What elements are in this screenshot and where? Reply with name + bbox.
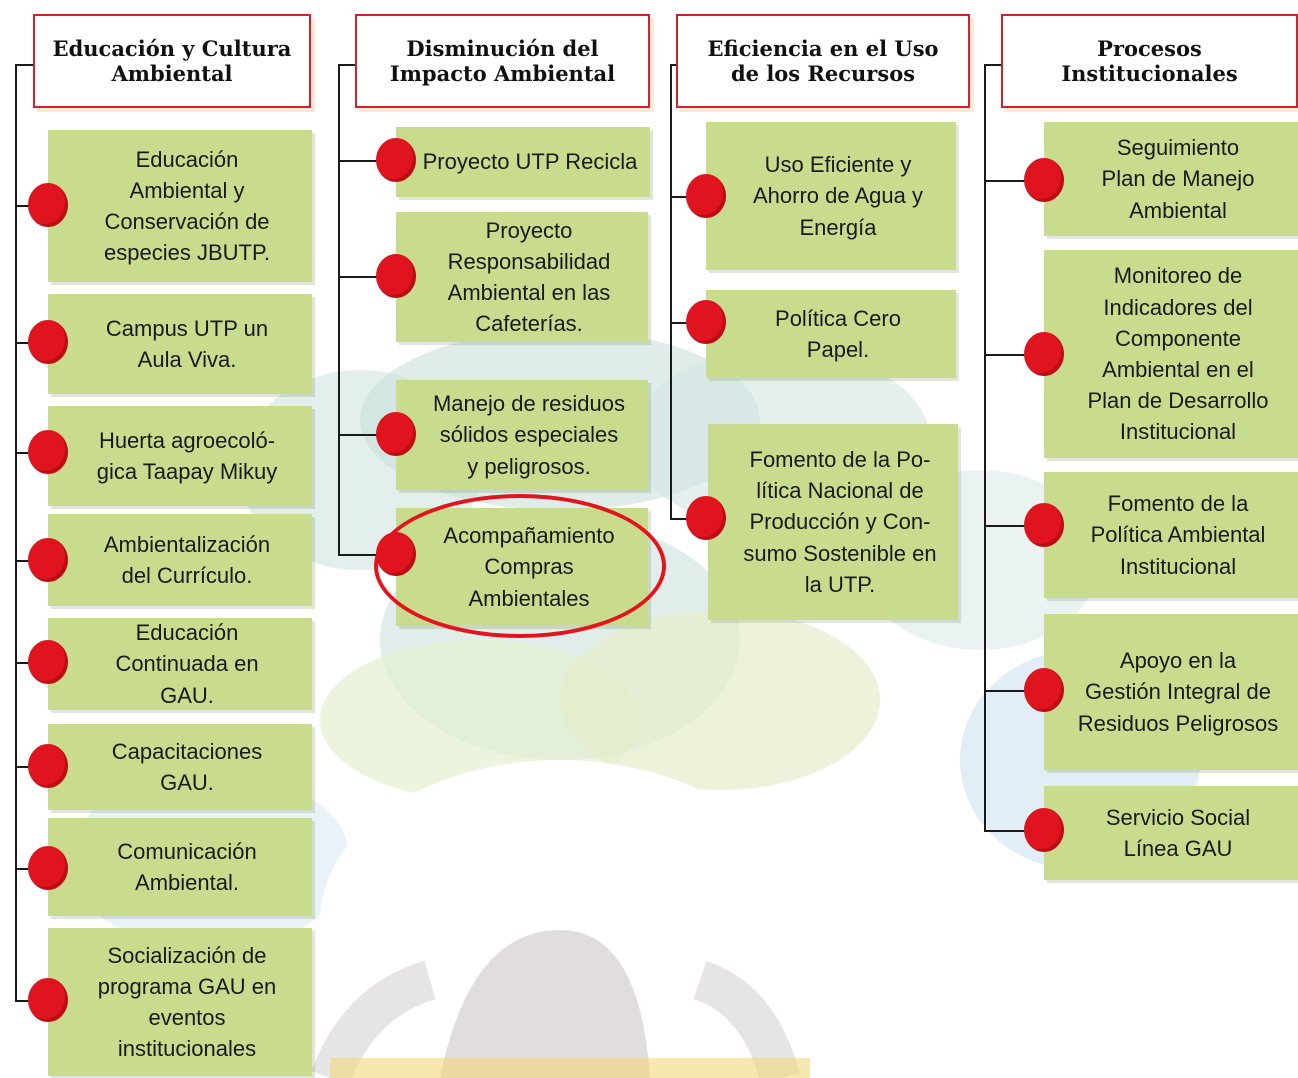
connector-branch	[338, 554, 402, 556]
initiative-box: Campus UTP un Aula Viva.	[48, 294, 312, 394]
bullet-dot	[28, 744, 68, 788]
initiative-box: Socialización de programa GAU en eventos…	[48, 928, 312, 1076]
initiative-label: Proyecto UTP Recicla	[422, 149, 638, 175]
column-header: Disminución del Impacto Ambiental	[355, 14, 650, 108]
bullet-dot	[28, 978, 68, 1022]
initiative-box: Fomento de la Política Ambiental Institu…	[1044, 472, 1298, 598]
bullet-dot	[28, 846, 68, 890]
connector-branch	[338, 160, 402, 162]
column-header: Educación y Cultura Ambiental	[33, 14, 311, 108]
initiative-box: Uso Eficiente y Ahorro de Agua y Energía	[706, 122, 956, 270]
connector-branch	[984, 354, 1050, 356]
connector-branch	[984, 830, 1050, 832]
bullet-dot	[28, 430, 68, 474]
connector-header	[670, 64, 676, 66]
bullet-dot	[376, 138, 416, 182]
bullet-dot	[686, 496, 726, 540]
initiative-label: Proyecto Responsabilidad Ambiental en la…	[447, 217, 611, 337]
bullet-dot	[1024, 332, 1064, 376]
initiative-label: Seguimiento Plan de Manejo Ambiental	[1101, 135, 1255, 223]
connector-header	[984, 64, 1001, 66]
initiative-label: Manejo de residuos sólidos especiales y …	[432, 391, 625, 479]
bullet-dot	[1024, 158, 1064, 202]
initiative-box: Proyecto Responsabilidad Ambiental en la…	[396, 212, 648, 342]
initiative-label: Fomento de la Política Ambiental Institu…	[1090, 491, 1266, 579]
bullet-dot	[686, 174, 726, 218]
initiative-box: Comunicación Ambiental.	[48, 818, 312, 916]
connector-branch	[338, 434, 402, 436]
initiative-label: Capacitaciones GAU.	[111, 738, 263, 795]
initiative-box: Monitoreo de Indicadores del Componente …	[1044, 250, 1298, 458]
connector-spine	[15, 64, 17, 1000]
bullet-dot	[28, 640, 68, 684]
initiative-box: Huerta agroecoló- gica Taapay Mikuy	[48, 406, 312, 506]
bullet-dot	[28, 538, 68, 582]
bullet-dot	[1024, 503, 1064, 547]
initiative-label: Monitoreo de Indicadores del Componente …	[1087, 263, 1269, 445]
highlight-ellipse	[374, 494, 666, 638]
connector-branch	[984, 180, 1050, 182]
column-header: Eficiencia en el Uso de los Recursos	[676, 14, 970, 108]
column-header-label: Procesos Institucionales	[1061, 35, 1238, 86]
bullet-dot	[376, 254, 416, 298]
initiative-box: Política Cero Papel.	[706, 290, 956, 378]
connector-spine	[670, 64, 672, 518]
initiative-box: Capacitaciones GAU.	[48, 724, 312, 810]
connector-spine	[338, 64, 340, 554]
column-header-label: Disminución del Impacto Ambiental	[389, 35, 616, 86]
connector-header	[15, 64, 33, 66]
initiative-box: Fomento de la Po- lítica Nacional de Pro…	[708, 424, 958, 620]
initiative-label: Política Cero Papel.	[775, 305, 901, 362]
column-header-label: Educación y Cultura Ambiental	[52, 35, 292, 86]
initiative-label: Fomento de la Po- lítica Nacional de Pro…	[743, 446, 937, 597]
initiative-label: Uso Eficiente y Ahorro de Agua y Energía	[752, 152, 923, 240]
bullet-dot	[1024, 668, 1064, 712]
initiative-box: Seguimiento Plan de Manejo Ambiental	[1044, 122, 1298, 236]
bullet-dot	[28, 320, 68, 364]
connector-branch	[338, 276, 402, 278]
bullet-dot	[28, 183, 68, 227]
initiative-label: Ambientalización del Currículo.	[103, 531, 271, 588]
initiative-label: Socialización de programa GAU en eventos…	[97, 942, 277, 1062]
initiative-box: Servicio Social Línea GAU	[1044, 786, 1298, 880]
bullet-dot	[686, 300, 726, 344]
column-header: Procesos Institucionales	[1001, 14, 1298, 108]
initiative-box: Educación Continuada en GAU.	[48, 618, 312, 710]
initiative-label: Servicio Social Línea GAU	[1105, 804, 1251, 861]
initiative-label: Comunicación Ambiental.	[117, 838, 257, 895]
connector-header	[338, 64, 355, 66]
bullet-dot	[1024, 808, 1064, 852]
column-header-label: Eficiencia en el Uso de los Recursos	[707, 35, 939, 86]
initiative-label: Campus UTP un Aula Viva.	[105, 315, 269, 372]
initiative-box: Ambientalización del Currículo.	[48, 514, 312, 606]
initiative-label: Huerta agroecoló- gica Taapay Mikuy	[96, 427, 278, 484]
initiative-label: Educación Ambiental y Conservación de es…	[104, 146, 270, 266]
initiative-box: Apoyo en la Gestión Integral de Residuos…	[1044, 614, 1298, 770]
connector-spine	[984, 64, 986, 830]
connector-branch	[984, 690, 1050, 692]
connector-branch	[984, 525, 1050, 527]
initiative-label: Educación Continuada en GAU.	[115, 620, 259, 708]
initiative-label: Apoyo en la Gestión Integral de Residuos…	[1077, 648, 1279, 736]
initiative-box: Manejo de residuos sólidos especiales y …	[396, 380, 648, 490]
initiative-box: Proyecto UTP Recicla	[396, 127, 650, 197]
bullet-dot	[376, 412, 416, 456]
initiative-box: Educación Ambiental y Conservación de es…	[48, 130, 312, 282]
